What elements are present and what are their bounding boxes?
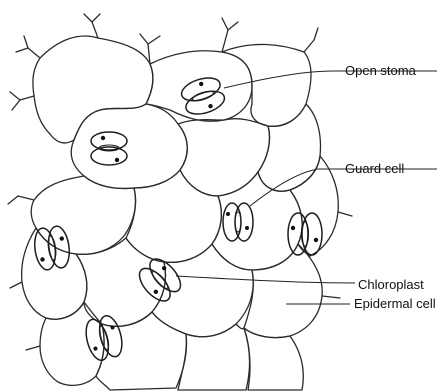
epidermal-cell [178, 324, 250, 390]
epidermal-cell-walls [8, 14, 352, 390]
epidermal-cell [178, 119, 270, 196]
label-epidermal-cell: Epidermal cell [354, 296, 436, 311]
cell-wall-edge [304, 28, 318, 52]
leader-lines [176, 71, 437, 304]
epidermal-cell [244, 244, 322, 338]
epidermal-cell [40, 302, 104, 385]
cell-wall-edge [322, 296, 340, 298]
epidermal-cell [96, 312, 187, 390]
cell-wall-edge [26, 346, 40, 350]
stoma [91, 132, 127, 165]
label-chloroplast: Chloroplast [358, 277, 424, 292]
cell-wall-edge [10, 282, 22, 288]
stoma [223, 203, 253, 241]
epidermal-cell [258, 104, 320, 191]
epidermal-cell [212, 172, 302, 270]
cell-wall-edge [10, 92, 34, 110]
leader-guard-cell [250, 169, 437, 206]
label-open-stoma: Open stoma [345, 63, 417, 78]
stoma [288, 213, 322, 255]
cell-wall-edge [8, 196, 34, 204]
stoma [179, 74, 228, 119]
stoma [32, 225, 72, 271]
epidermal-cell [244, 328, 303, 390]
epidermal-cell [33, 36, 153, 143]
cell-wall-edge [222, 18, 238, 52]
epidermal-cell [71, 104, 187, 189]
label-guard-cell: Guard cell [345, 161, 404, 176]
cell-wall-edge [84, 14, 100, 38]
leader-chloroplast [176, 276, 355, 283]
cell-wall-edge [16, 36, 40, 58]
cell-wall-edge [140, 34, 160, 64]
epidermal-cell [146, 51, 252, 122]
cell-wall-edge [338, 212, 352, 216]
